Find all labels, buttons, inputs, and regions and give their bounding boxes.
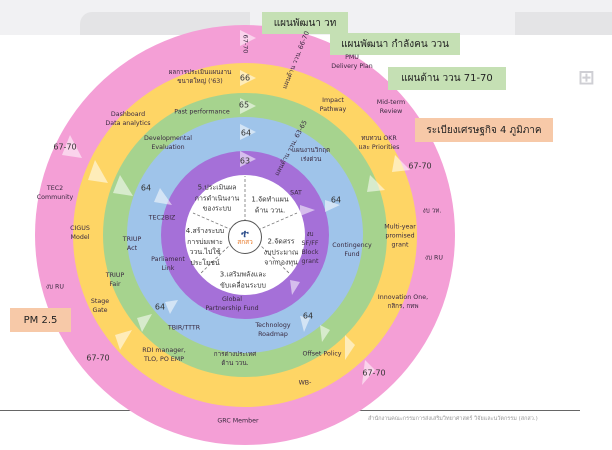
section-dividers xyxy=(192,176,298,275)
tsri-logo-text: สกสว xyxy=(237,237,253,246)
blue-year-right: 64 xyxy=(330,195,342,205)
tsri-logo: ተ สกสว xyxy=(228,220,262,254)
yellow-cigus: CIGUS Model xyxy=(70,224,90,241)
pink-dashboard: Dashboard Data analytics xyxy=(105,110,151,127)
blue-contingency-fund: Contingency Fund xyxy=(332,241,372,258)
yellow-wb: WB- xyxy=(298,379,312,387)
blue-year-left: 64 xyxy=(140,183,152,193)
label-plan-sti: แผนพัฒนา วท xyxy=(262,12,348,34)
purple-year: 63 xyxy=(239,156,251,166)
section-3-empower: 3.เสริมพลังและ ขับเคลื่อนระบบ xyxy=(219,270,267,290)
label-plan-manpower: แผนพัฒนา กำลังคน ววน xyxy=(330,33,460,55)
pink-ru-left: งบ RU xyxy=(45,283,65,291)
section-4-incubate: 4.สร้างระบบ การบ่มเพาะ ววน.ไปใช้ ประโยชน… xyxy=(185,227,225,267)
section-1-plan: 1.จัดทำแผน ด้าน ววน. xyxy=(251,195,289,215)
blue-dev-eval: Developmental Evaluation xyxy=(144,134,192,151)
yellow-multiyear: Multi-year promised grant xyxy=(384,223,416,249)
green-past-performance: Past performance xyxy=(174,108,230,116)
label-economic-corridor: ระเบียงเศรษฐกิจ 4 ภูมิภาค xyxy=(415,118,553,142)
label-pm25: PM 2.5 xyxy=(10,308,71,332)
footer-organization: สำนักงานคณะกรรมการส่งเสริมวิทยาศาสตร์ วิ… xyxy=(368,416,538,422)
yellow-eval-results: ผลการประเมินแผนงาน ขนาดใหญ่ ('63) xyxy=(168,68,232,85)
green-foreign-affairs: การต่างประเทศ ด้าน ววน. xyxy=(213,350,257,367)
pink-year-bottom-right: 67-70 xyxy=(362,368,386,378)
blue-tech-roadmap: Technology Roadmap xyxy=(255,321,291,338)
yellow-year: 66 xyxy=(239,73,251,83)
blue-year: 64 xyxy=(240,128,252,138)
yellow-triup-fair: TRIUP Fair xyxy=(105,271,125,288)
green-offset-policy: Offset Policy xyxy=(302,350,342,358)
section-2-allocate: 2.จัดสรร งบประมาณ จากกองทุน xyxy=(263,237,299,267)
purple-sat: SAT xyxy=(290,189,302,197)
blue-tec2biz: TEC2BIZ xyxy=(148,214,176,222)
pink-year-left: 67-70 xyxy=(53,142,77,152)
yellow-stage-gate: Stage Gate xyxy=(90,297,110,314)
pink-budget-wt: งบ วท. xyxy=(422,207,442,215)
purple-global-partnership: Global Partnership Fund xyxy=(205,295,259,312)
tsri-mark-icon: ተ xyxy=(241,226,249,240)
pink-year-top: 67-70 xyxy=(241,34,250,54)
green-rdi-manager: RDI manager, TLO, PO EMP xyxy=(142,346,186,363)
pink-tec2-community: TEC2 Community xyxy=(36,184,74,201)
label-plan-71-70: แผนด้าน ววน 71-70 xyxy=(388,67,506,90)
yellow-impact-pathway: Impact Pathway xyxy=(319,96,347,113)
purple-sf-ff-block-grant: งบ SF/FF Block grant xyxy=(301,230,319,266)
pink-year-bottom-left: 67-70 xyxy=(86,353,110,363)
green-triup-act: TRIUP Act xyxy=(122,235,142,252)
blue-tbir: TBIR/TTTR xyxy=(167,324,201,332)
yellow-okr: ทบทวน OKR และ Priorities xyxy=(358,134,400,151)
pink-pmu: PMU Delivery Plan xyxy=(331,53,373,70)
green-year: 65 xyxy=(238,100,250,110)
corner-logo-icon: ⊞ xyxy=(578,65,595,89)
yellow-innovation-one: Innovation One, กสิกร, กทพ xyxy=(377,293,429,310)
blue-year-bottom-right: 64 xyxy=(302,311,314,321)
top-decoration xyxy=(515,12,612,35)
pink-year-right: 67-70 xyxy=(408,161,432,171)
pink-grc-member: GRC Member xyxy=(217,417,259,425)
section-5-evaluate: 5.ประเมินผล การดำเนินงาน ของระบบ xyxy=(194,183,240,213)
arrow-markers xyxy=(62,30,410,385)
blue-parliament-link: Parliament Link xyxy=(151,255,185,272)
blue-year-bottom-left: 64 xyxy=(154,302,166,312)
pink-ru-right: งบ RU xyxy=(424,254,444,262)
pink-midterm: Mid-term Review xyxy=(376,98,406,115)
blue-crisis-plan: แผนงานวิกฤต เร่งด่วน xyxy=(291,146,331,163)
